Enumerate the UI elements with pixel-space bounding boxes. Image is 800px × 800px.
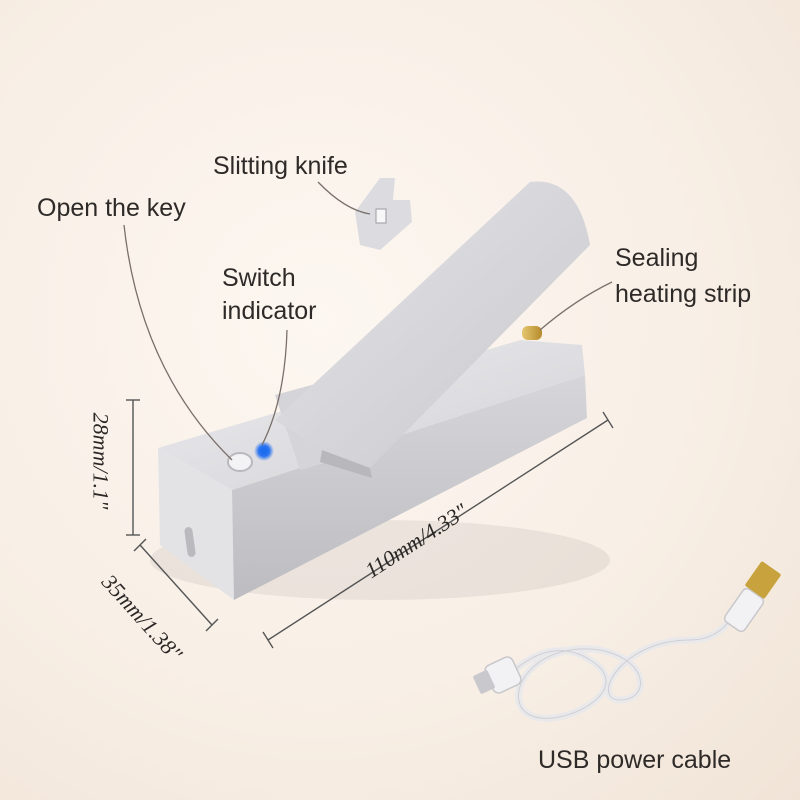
sealer-device bbox=[158, 178, 590, 600]
lid-underside bbox=[320, 450, 372, 478]
dimension-lines bbox=[126, 399, 614, 649]
usb-port bbox=[184, 527, 196, 557]
label-slitting-knife: Slitting knife bbox=[213, 152, 348, 180]
label-switch-indicator-line2: indicator bbox=[222, 297, 317, 325]
open-key-button bbox=[227, 452, 253, 472]
blade bbox=[375, 208, 387, 224]
dim-height: 28mm/1.1" bbox=[88, 412, 114, 510]
label-usb-power-cable: USB power cable bbox=[538, 746, 732, 774]
lid bbox=[275, 181, 590, 468]
cable-wire bbox=[504, 600, 746, 722]
usb-a-head bbox=[723, 587, 765, 633]
base-side-face bbox=[232, 375, 587, 600]
indicator-led bbox=[260, 447, 268, 455]
label-switch-indicator-line1: Switch bbox=[222, 264, 296, 292]
label-open-the-key: Open the key bbox=[37, 194, 186, 222]
dim-line-length bbox=[267, 419, 609, 641]
leader-heating-strip bbox=[539, 281, 613, 331]
leader-slitting-knife bbox=[317, 181, 371, 215]
label-sealing-heating-strip-line2: heating strip bbox=[615, 280, 752, 308]
label-sealing-heating-strip-line1: Sealing bbox=[615, 244, 699, 272]
usb-a-plug bbox=[745, 561, 781, 599]
usb-cable bbox=[473, 561, 781, 722]
heating-strip bbox=[522, 326, 542, 340]
leader-open-key bbox=[123, 224, 233, 461]
micro-usb-plug bbox=[473, 670, 495, 694]
leader-switch-indicator bbox=[261, 329, 288, 446]
base-front-face bbox=[158, 448, 234, 600]
leader-lines bbox=[123, 181, 613, 461]
dim-line-depth bbox=[139, 544, 213, 626]
